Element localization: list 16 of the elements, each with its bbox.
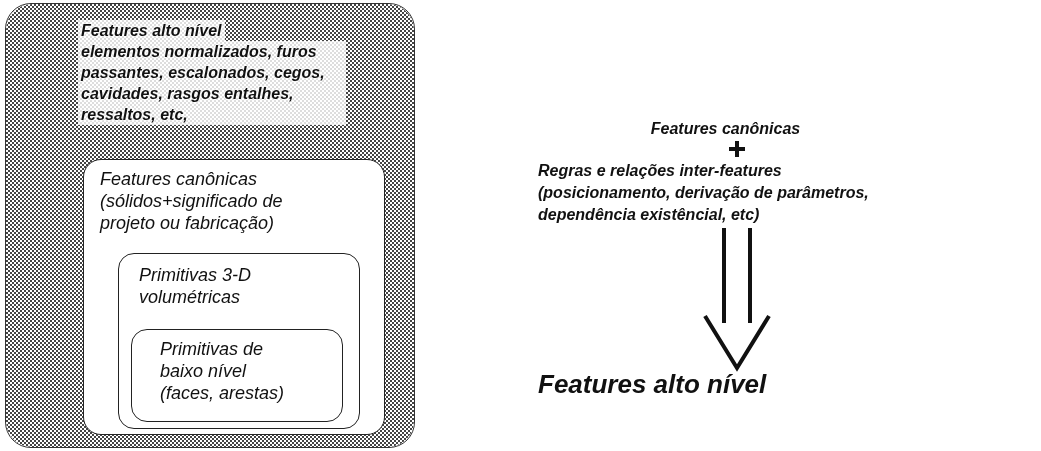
heading: Features alto nível (537, 368, 768, 400)
heading: Features canônicas (100, 168, 259, 190)
nested-box (83, 159, 385, 435)
outer-box (5, 3, 415, 448)
description: (posicionamento, derivação de parâmetros, dependência existêncial, etc) (538, 183, 870, 225)
double-arrow (703, 228, 771, 370)
heading: Features alto nível (78, 20, 225, 41)
description: (faces, arestas) (160, 382, 286, 404)
heading: Primitivas 3-D volumétricas (139, 264, 252, 308)
description: elementos normalizados, furos passantes, escalonados, cegos, cavidades, rasgos entalhes, ressaltos, etc, (78, 41, 346, 125)
heading: Features canônicas (649, 119, 802, 139)
description: (sólidos+significado de projeto ou fabricação) (100, 190, 284, 234)
nested-box (118, 253, 360, 429)
heading: Primitivas de baixo nível (160, 338, 265, 382)
nested-box (131, 329, 343, 422)
subheading: Regras e relações inter-features (538, 161, 783, 181)
